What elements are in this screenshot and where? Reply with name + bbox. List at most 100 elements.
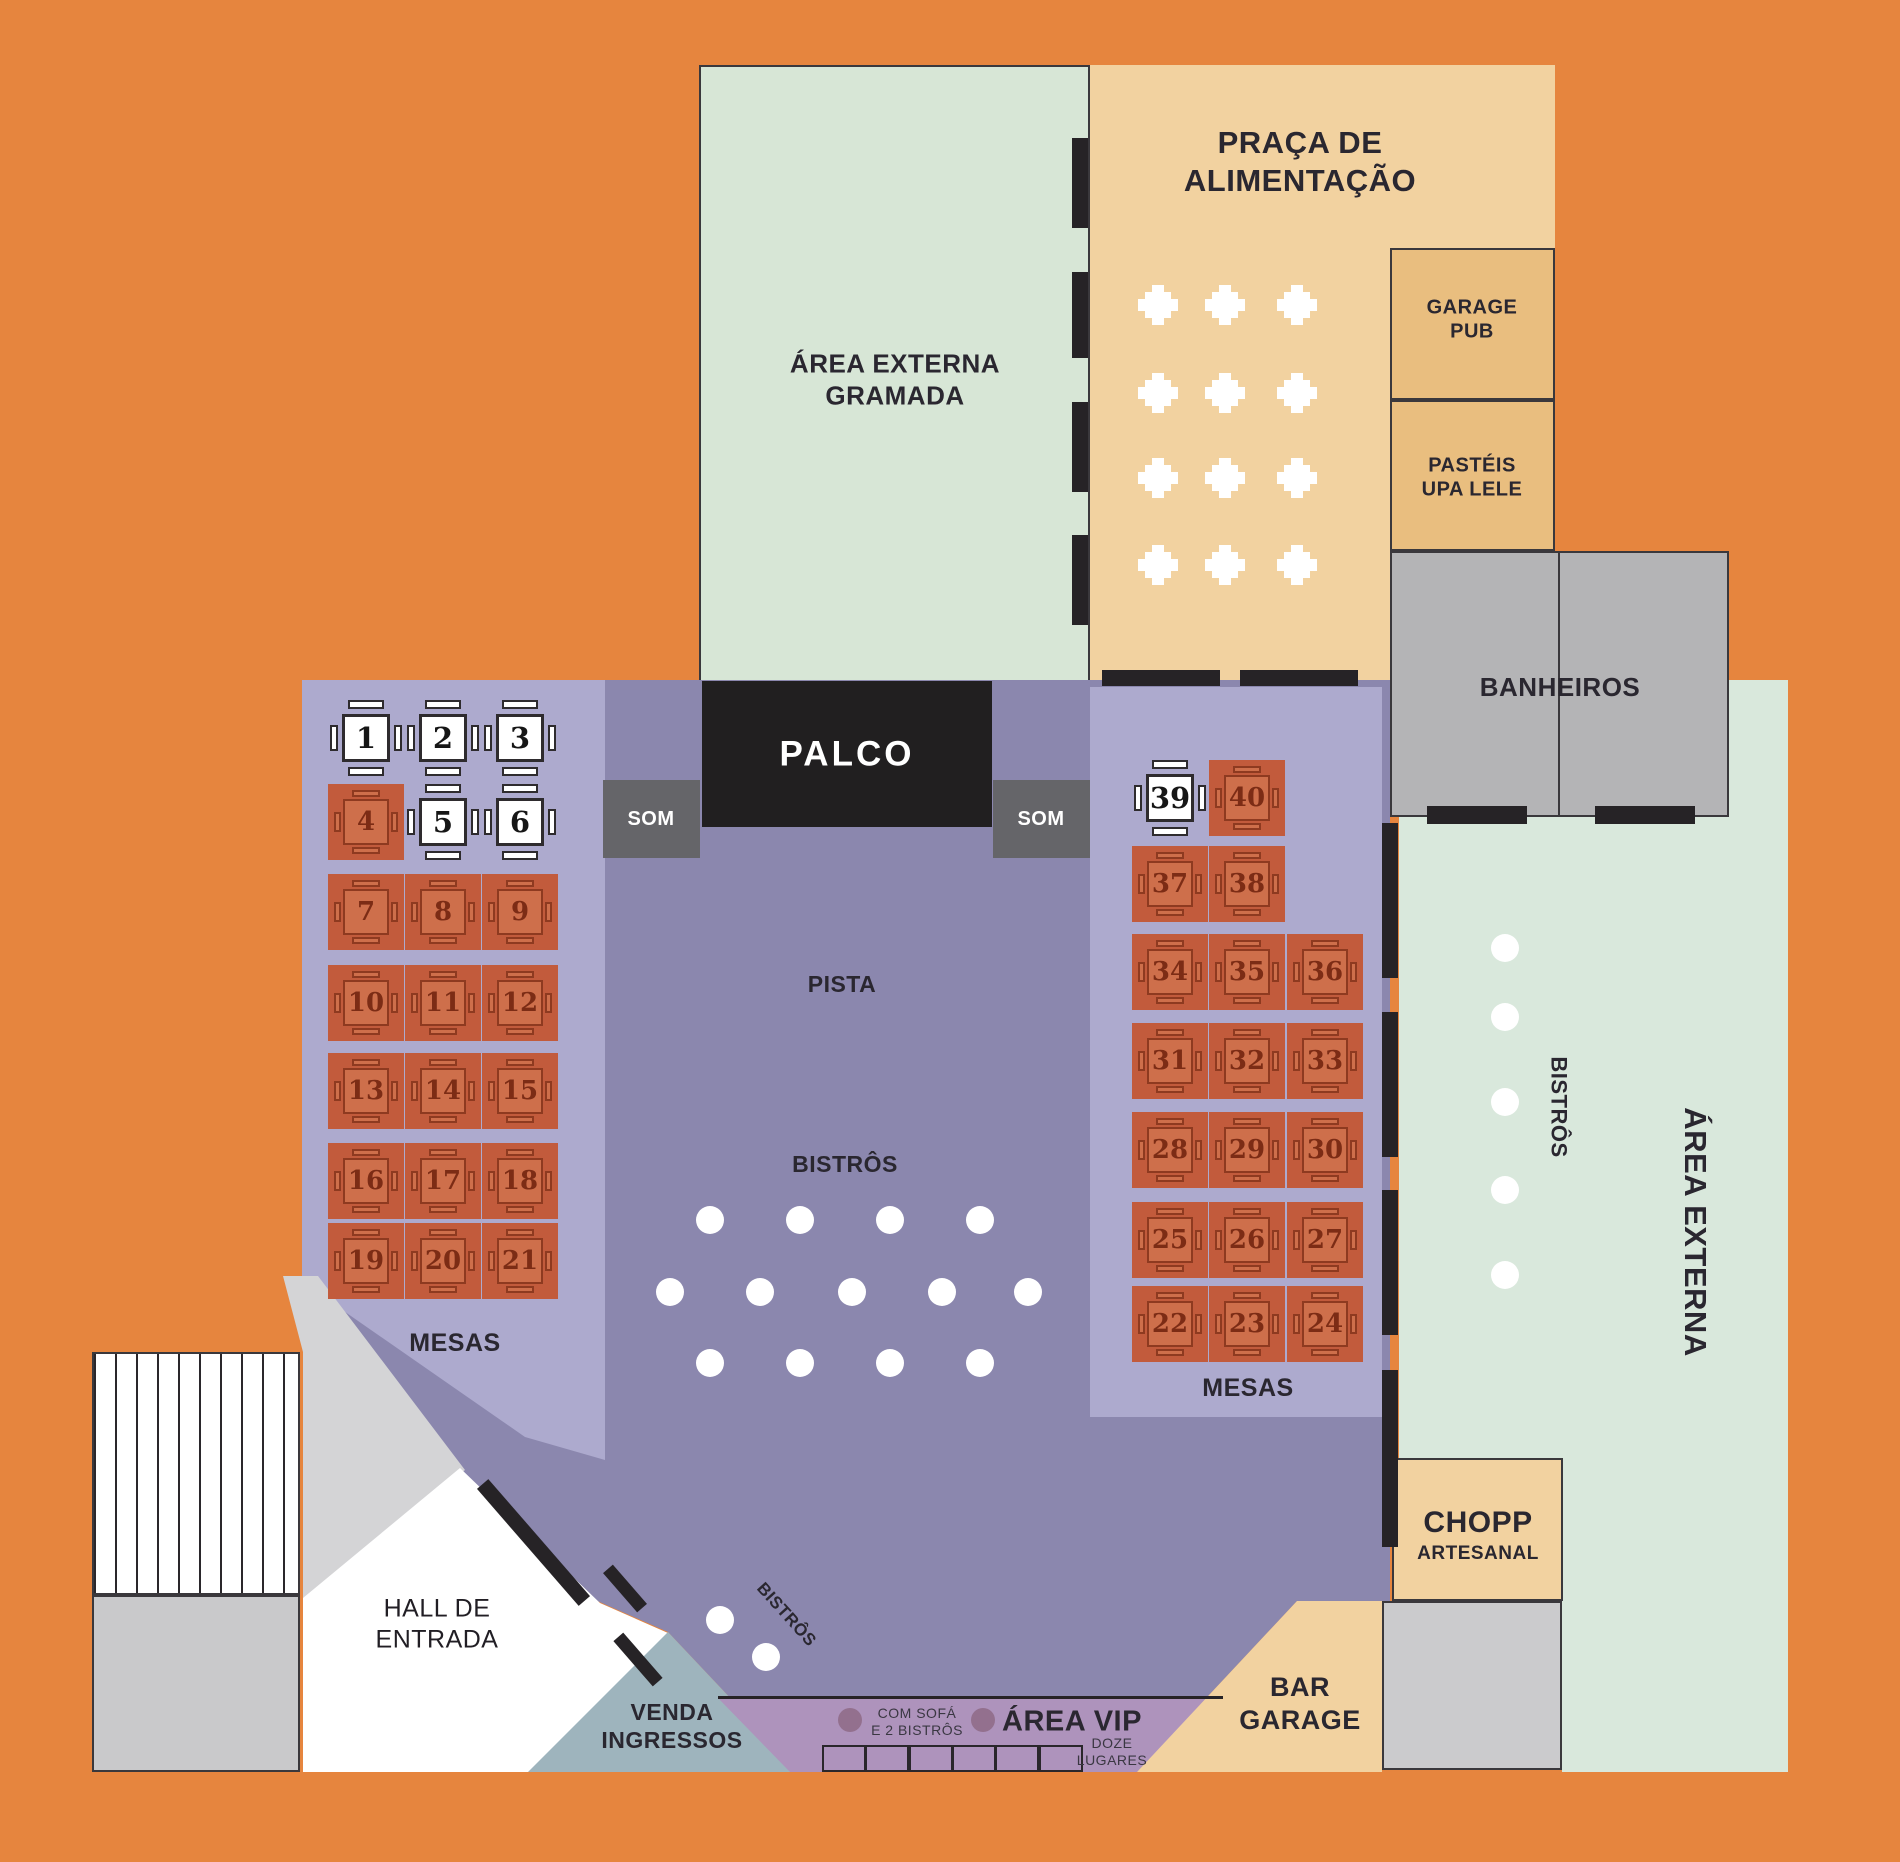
table-2[interactable]: 2 xyxy=(405,700,481,776)
table-number: 5 xyxy=(419,798,467,846)
chair-icon xyxy=(352,847,380,854)
food-table-icon xyxy=(1277,545,1317,585)
table-1[interactable]: 1 xyxy=(328,700,404,776)
table-3[interactable]: 3 xyxy=(482,700,558,776)
table-34[interactable]: 34 xyxy=(1132,934,1208,1010)
table-28[interactable]: 28 xyxy=(1132,1112,1208,1188)
chair-icon xyxy=(352,1028,380,1035)
bistro-dot xyxy=(1491,1003,1519,1031)
table-30[interactable]: 30 xyxy=(1287,1112,1363,1188)
table-17[interactable]: 17 xyxy=(405,1143,481,1219)
chair-icon xyxy=(1272,788,1279,808)
table-38[interactable]: 38 xyxy=(1209,846,1285,922)
table-39[interactable]: 39 xyxy=(1132,760,1208,836)
table-21[interactable]: 21 xyxy=(482,1223,558,1299)
table-9[interactable]: 9 xyxy=(482,874,558,950)
table-32[interactable]: 32 xyxy=(1209,1023,1285,1099)
table-14[interactable]: 14 xyxy=(405,1053,481,1129)
food-table-icon xyxy=(1277,373,1317,413)
table-13[interactable]: 13 xyxy=(328,1053,404,1129)
wall-segment xyxy=(1072,402,1088,492)
wall-segment xyxy=(1072,138,1088,228)
table-number: 40 xyxy=(1224,775,1270,821)
chair-icon xyxy=(488,1081,495,1101)
table-6[interactable]: 6 xyxy=(482,784,558,860)
table-27[interactable]: 27 xyxy=(1287,1202,1363,1278)
table-number: 36 xyxy=(1302,949,1348,995)
service-box xyxy=(1382,1601,1562,1770)
label-area-externa-right: ÁREA EXTERNA xyxy=(1677,1107,1713,1357)
table-40[interactable]: 40 xyxy=(1209,760,1285,836)
table-19[interactable]: 19 xyxy=(328,1223,404,1299)
table-11[interactable]: 11 xyxy=(405,965,481,1041)
table-26[interactable]: 26 xyxy=(1209,1202,1285,1278)
chair-icon xyxy=(429,1286,457,1293)
chair-icon xyxy=(391,1251,398,1271)
chair-icon xyxy=(1350,962,1357,982)
table-4[interactable]: 4 xyxy=(328,784,404,860)
table-8[interactable]: 8 xyxy=(405,874,481,950)
bistro-dot xyxy=(752,1643,780,1671)
chair-icon xyxy=(1156,1118,1184,1125)
chair-icon xyxy=(1195,1051,1202,1071)
table-36[interactable]: 36 xyxy=(1287,934,1363,1010)
table-number: 30 xyxy=(1302,1127,1348,1173)
chair-icon xyxy=(1195,1314,1202,1334)
chair-icon xyxy=(1156,1086,1184,1093)
chair-icon xyxy=(425,784,461,793)
table-7[interactable]: 7 xyxy=(328,874,404,950)
table-10[interactable]: 10 xyxy=(328,965,404,1041)
table-number: 9 xyxy=(497,889,543,935)
table-29[interactable]: 29 xyxy=(1209,1112,1285,1188)
table-5[interactable]: 5 xyxy=(405,784,481,860)
table-number: 31 xyxy=(1147,1038,1193,1084)
chair-icon xyxy=(407,809,415,835)
chair-icon xyxy=(545,902,552,922)
label-area-vip: ÁREA VIP xyxy=(1002,1705,1142,1738)
table-35[interactable]: 35 xyxy=(1209,934,1285,1010)
chair-icon xyxy=(425,767,461,776)
table-number: 24 xyxy=(1302,1301,1348,1347)
chair-icon xyxy=(411,902,418,922)
label-mesas-right: MESAS xyxy=(1202,1373,1294,1402)
chair-icon xyxy=(1272,874,1279,894)
table-number: 23 xyxy=(1224,1301,1270,1347)
bistro-dot xyxy=(746,1278,774,1306)
vip-sofa-seat xyxy=(822,1745,866,1772)
chair-icon xyxy=(1156,909,1184,916)
table-37[interactable]: 37 xyxy=(1132,846,1208,922)
chair-icon xyxy=(391,902,398,922)
chair-icon xyxy=(1311,1208,1339,1215)
chair-icon xyxy=(411,1081,418,1101)
table-22[interactable]: 22 xyxy=(1132,1286,1208,1362)
table-23[interactable]: 23 xyxy=(1209,1286,1285,1362)
table-number: 13 xyxy=(343,1068,389,1114)
table-31[interactable]: 31 xyxy=(1132,1023,1208,1099)
bistro-dot xyxy=(1491,1088,1519,1116)
table-16[interactable]: 16 xyxy=(328,1143,404,1219)
bistro-dot xyxy=(696,1206,724,1234)
chair-icon xyxy=(1350,1051,1357,1071)
table-18[interactable]: 18 xyxy=(482,1143,558,1219)
table-24[interactable]: 24 xyxy=(1287,1286,1363,1362)
chair-icon xyxy=(1215,1230,1222,1250)
table-20[interactable]: 20 xyxy=(405,1223,481,1299)
table-33[interactable]: 33 xyxy=(1287,1023,1363,1099)
table-number: 16 xyxy=(343,1158,389,1204)
table-25[interactable]: 25 xyxy=(1132,1202,1208,1278)
table-12[interactable]: 12 xyxy=(482,965,558,1041)
label-chopp: CHOPP ARTESANAL xyxy=(1417,1506,1539,1564)
chair-icon xyxy=(1311,1029,1339,1036)
chair-icon xyxy=(1350,1230,1357,1250)
bistro-dot xyxy=(786,1206,814,1234)
chair-icon xyxy=(1138,1314,1145,1334)
wall-segment xyxy=(1072,535,1088,625)
chair-icon xyxy=(488,902,495,922)
chair-icon xyxy=(1195,874,1202,894)
table-15[interactable]: 15 xyxy=(482,1053,558,1129)
wall-segment xyxy=(1382,1190,1398,1335)
table-number: 12 xyxy=(497,980,543,1026)
table-number: 11 xyxy=(420,980,466,1026)
